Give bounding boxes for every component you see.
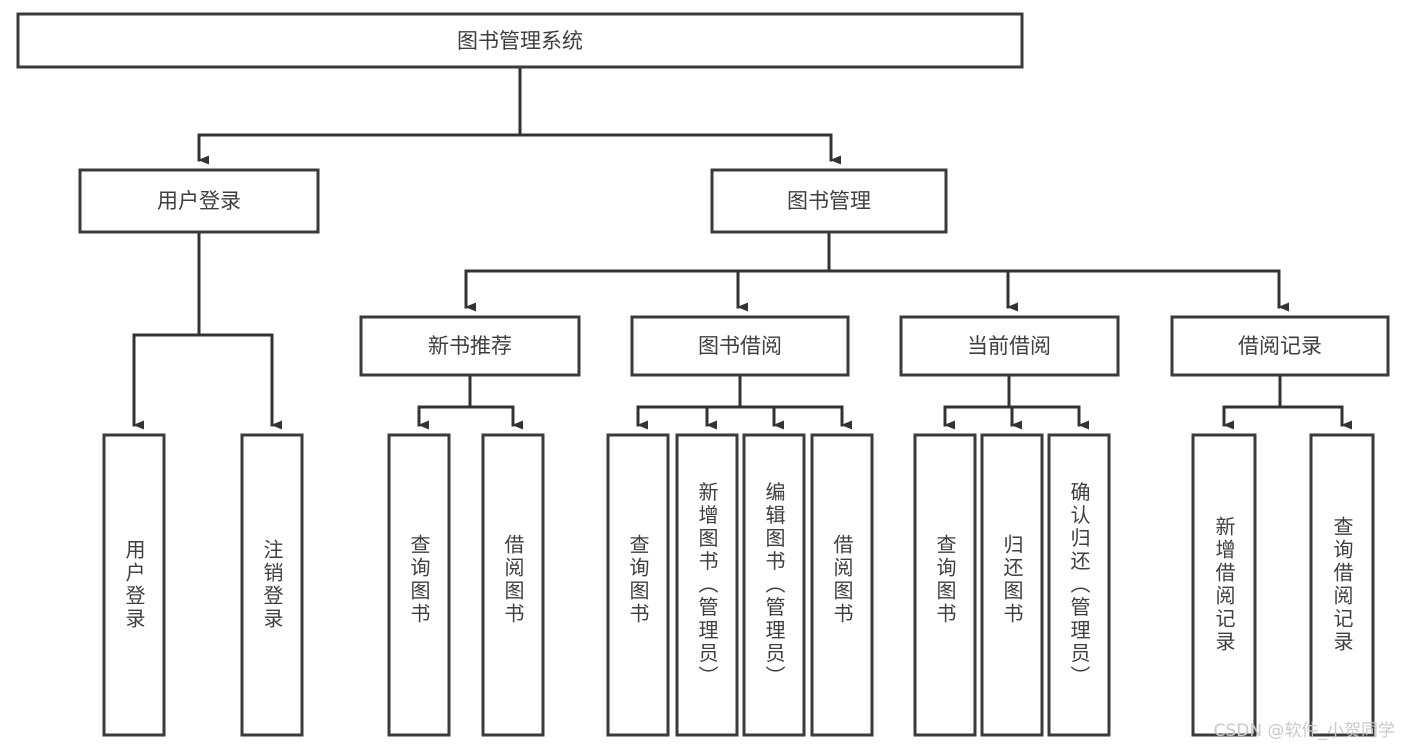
node-book-manage-box[interactable] bbox=[710, 168, 948, 234]
leaf-node-borrow-book[interactable]: 借阅图书 bbox=[810, 433, 874, 737]
leaf-query-record-label: 查询借阅记录 bbox=[1330, 516, 1354, 654]
leaf-query-book-cur-label: 查询图书 bbox=[933, 534, 957, 626]
leaf-query-book-bor-label: 查询图书 bbox=[626, 534, 650, 626]
leaf-node-return-book[interactable]: 归还图书 bbox=[980, 433, 1044, 737]
node-new-book-recommend[interactable]: 新书推荐 bbox=[359, 315, 581, 377]
leaf-query-record-box[interactable] bbox=[1309, 433, 1375, 737]
node-book-manage-label: 图书管理 bbox=[787, 189, 871, 213]
leaf-borrow-book-bor-label: 借阅图书 bbox=[830, 534, 854, 626]
leaf-query-book-rec-label: 查询图书 bbox=[407, 534, 431, 626]
leaf-node-add-borrow-record[interactable]: 新增借阅记录 bbox=[1191, 433, 1257, 737]
leaf-borrow-book-rec-box[interactable] bbox=[481, 433, 545, 737]
leaf-user-login-box[interactable] bbox=[102, 433, 166, 737]
node-user-login-box[interactable] bbox=[78, 168, 320, 234]
leaf-borrow-book-bor-box[interactable] bbox=[810, 433, 874, 737]
leaf-query-book-rec-box[interactable] bbox=[387, 433, 451, 737]
leaf-add-book-label: 新增图书（管理员） bbox=[695, 481, 719, 688]
leaf-edit-book-box[interactable] bbox=[742, 433, 806, 737]
leaf-return-book-label: 归还图书 bbox=[1000, 534, 1024, 626]
node-current-borrow[interactable]: 当前借阅 bbox=[899, 315, 1120, 377]
node-user-login[interactable]: 用户登录 bbox=[78, 168, 320, 234]
node-book-borrow-label: 图书借阅 bbox=[698, 334, 782, 358]
node-root[interactable]: 图书管理系统 bbox=[16, 12, 1024, 69]
leaf-node-user-login[interactable]: 用户登录 bbox=[102, 433, 166, 737]
leaf-add-record-box[interactable] bbox=[1191, 433, 1257, 737]
node-root-box[interactable] bbox=[16, 12, 1024, 69]
leaf-logout-box[interactable] bbox=[240, 433, 304, 737]
leaf-node-confirm-return[interactable]: 确认归还（管理员） bbox=[1047, 433, 1111, 737]
node-book-manage[interactable]: 图书管理 bbox=[710, 168, 948, 234]
leaf-node-query-book-current[interactable]: 查询图书 bbox=[913, 433, 977, 737]
leaf-confirm-return-box[interactable] bbox=[1047, 433, 1111, 737]
node-new-book-recommend-box[interactable] bbox=[359, 315, 581, 377]
leaf-node-borrow-book-recommend[interactable]: 借阅图书 bbox=[481, 433, 545, 737]
leaf-return-book-box[interactable] bbox=[980, 433, 1044, 737]
node-borrow-record-box[interactable] bbox=[1170, 315, 1390, 377]
leaf-node-add-book[interactable]: 新增图书（管理员） bbox=[675, 433, 739, 737]
leaf-edit-book-label: 编辑图书（管理员） bbox=[762, 481, 786, 688]
leaf-query-book-bor-box[interactable] bbox=[606, 433, 670, 737]
node-root-label: 图书管理系统 bbox=[457, 29, 583, 53]
leaf-logout-label: 注销登录 bbox=[260, 539, 284, 631]
node-current-borrow-label: 当前借阅 bbox=[967, 334, 1051, 358]
leaf-node-query-borrow-record[interactable]: 查询借阅记录 bbox=[1309, 433, 1375, 737]
leaf-borrow-book-rec-label: 借阅图书 bbox=[501, 534, 525, 626]
node-book-borrow[interactable]: 图书借阅 bbox=[630, 315, 850, 377]
node-borrow-record[interactable]: 借阅记录 bbox=[1170, 315, 1390, 377]
node-borrow-record-label: 借阅记录 bbox=[1238, 334, 1322, 358]
leaf-add-book-box[interactable] bbox=[675, 433, 739, 737]
leaf-query-book-cur-box[interactable] bbox=[913, 433, 977, 737]
leaf-node-query-book-borrow[interactable]: 查询图书 bbox=[606, 433, 670, 737]
leaf-add-record-label: 新增借阅记录 bbox=[1212, 516, 1236, 654]
node-book-borrow-box[interactable] bbox=[630, 315, 850, 377]
node-user-login-label: 用户登录 bbox=[157, 189, 241, 213]
leaf-user-login-label: 用户登录 bbox=[122, 539, 146, 631]
node-new-book-recommend-label: 新书推荐 bbox=[428, 334, 512, 358]
node-current-borrow-box[interactable] bbox=[899, 315, 1120, 377]
leaf-confirm-return-label: 确认归还（管理员） bbox=[1067, 481, 1091, 688]
edge-group bbox=[132, 65, 1352, 430]
leaf-node-edit-book[interactable]: 编辑图书（管理员） bbox=[742, 433, 806, 737]
leaf-node-logout[interactable]: 注销登录 bbox=[240, 433, 304, 737]
leaf-node-query-book-recommend[interactable]: 查询图书 bbox=[387, 433, 451, 737]
